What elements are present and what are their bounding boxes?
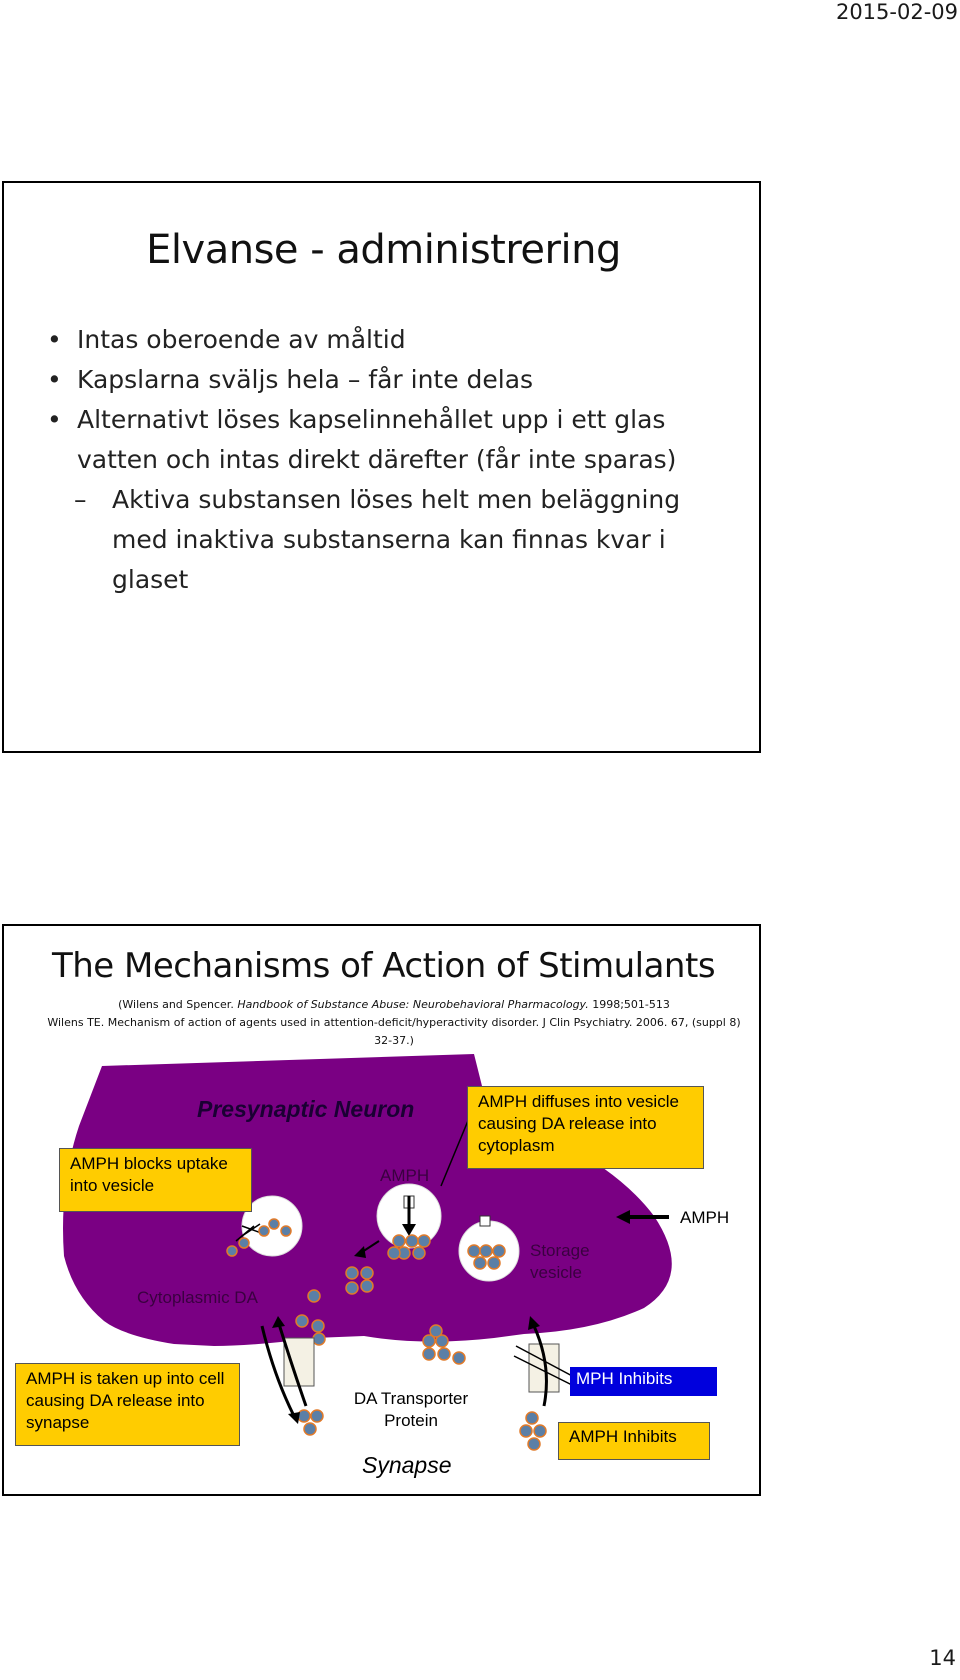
slide-mechanisms: The Mechanisms of Action of Stimulants (… <box>2 924 761 1496</box>
bullet-text: Kapslarna sväljs hela – får inte delas <box>77 365 534 394</box>
bullet-text: Intas oberoende av måltid <box>77 325 406 354</box>
sub-bullet-item: – Aktiva substansen löses helt men beläg… <box>42 480 742 600</box>
sub-bullet-text: Aktiva substansen löses helt men beläggn… <box>112 485 681 594</box>
bullet-item: • Alternativt löses kapselinnehållet upp… <box>42 400 742 480</box>
reference-1-pages: 1998;501-513 <box>588 998 670 1011</box>
page-number: 14 <box>929 1646 956 1670</box>
bullet-dot-icon: • <box>47 325 62 354</box>
slide-title: Elvanse - administrering <box>146 227 621 273</box>
bullet-item: • Kapslarna sväljs hela – får inte delas <box>42 360 742 400</box>
cytoplasmic-da-label: Cytoplasmic DA <box>137 1288 258 1307</box>
reference-1-source: Handbook of Substance Abuse: Neurobehavi… <box>237 998 589 1011</box>
references: (Wilens and Spencer. Handbook of Substan… <box>44 996 744 1050</box>
page-date: 2015-02-09 <box>835 0 958 24</box>
bullet-item: • Intas oberoende av måltid <box>42 320 742 360</box>
reference-2: Wilens TE. Mechanism of action of agents… <box>47 1016 741 1047</box>
slide-administration: Elvanse - administrering • Intas oberoen… <box>2 181 761 753</box>
reference-1: (Wilens and Spencer. Handbook of Substan… <box>44 996 744 1014</box>
transporter-label: DA Transporter Protein <box>353 1389 469 1430</box>
dash-icon: – <box>74 485 87 514</box>
synapse-label: Synapse <box>362 1452 452 1478</box>
amph-taken-up-box: AMPH is taken up into cell causing DA re… <box>15 1363 240 1446</box>
amph-diffuses-box: AMPH diffuses into vesicle causing DA re… <box>467 1086 704 1169</box>
bullet-dot-icon: • <box>47 365 62 394</box>
amph-inhibits-box: AMPH Inhibits <box>558 1422 710 1460</box>
transporter-left <box>283 1337 315 1387</box>
vesicle-port <box>479 1215 491 1227</box>
amph-center-label: AMPH <box>380 1166 430 1185</box>
presynaptic-neuron-label: Presynaptic Neuron <box>197 1096 415 1122</box>
amph-blocks-box: AMPH blocks uptake into vesicle <box>59 1148 252 1212</box>
amph-right-label: AMPH <box>680 1208 730 1227</box>
bullet-text: Alternativt löses kapselinnehållet upp i… <box>77 405 677 474</box>
bullet-dot-icon: • <box>47 405 62 434</box>
reference-1-authors: (Wilens and Spencer. <box>118 998 238 1011</box>
slide-title: The Mechanisms of Action of Stimulants <box>51 946 716 986</box>
mph-inhibits-box: MPH Inhibits <box>570 1367 717 1396</box>
bullet-list: • Intas oberoende av måltid • Kapslarna … <box>42 320 742 600</box>
storage-vesicle-label: Storage vesicle <box>530 1241 590 1282</box>
